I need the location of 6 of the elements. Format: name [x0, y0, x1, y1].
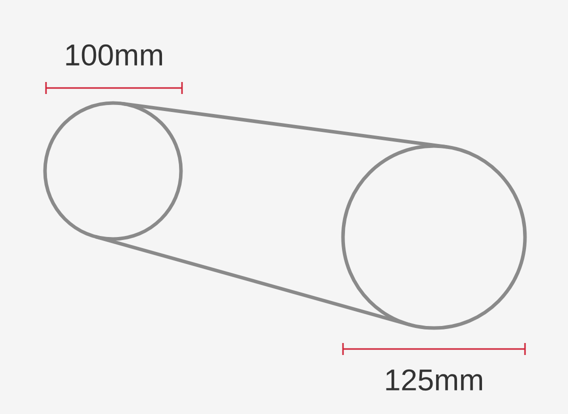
belt-line	[122, 102, 447, 149]
dimension-label: 125mm	[386, 369, 482, 391]
pulley-circle	[341, 144, 527, 330]
belt-line	[94, 234, 411, 327]
dimension-label: 100mm	[66, 44, 162, 66]
pulley-circle	[43, 101, 183, 241]
